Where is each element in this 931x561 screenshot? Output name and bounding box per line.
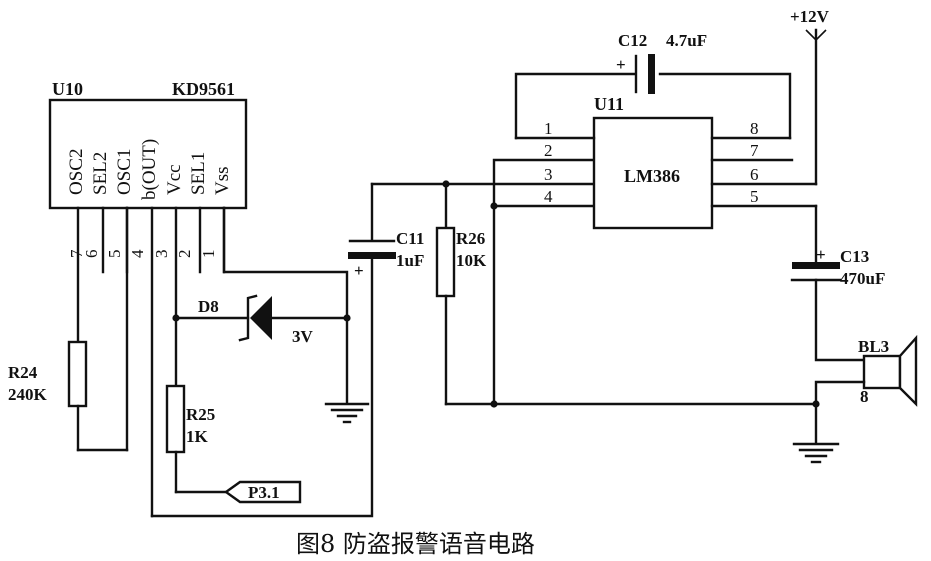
r26-ref-label: R26 [456,229,485,248]
u10-pin-sel1: SEL1 [188,152,209,195]
ground-symbol-right [792,442,840,464]
u11-lm386-chip: U11 LM386 1 2 3 4 8 7 6 5 [514,94,818,230]
u11-pin3-num: 3 [544,165,553,184]
u11-part-label: LM386 [624,166,680,186]
speaker-cone [898,334,918,407]
p31-port-shape [223,480,302,504]
u11-pin8-num: 8 [750,119,759,138]
c12-capacitor: + C12 4.7uF [514,31,792,140]
u10-pin6-num: 6 [82,250,101,259]
c12-plus-sign: + [616,55,626,74]
u11-pin7-num: 7 [750,141,759,160]
u11-pin4-num: 4 [544,187,553,206]
u10-pin-sel2: SEL2 [90,152,111,195]
c13-capacitor: + C13 470uF [790,204,885,362]
p31-port: P3.1 [223,480,302,504]
u10-pin-osc1: OSC1 [114,149,135,195]
u11-pin2-num: 2 [544,141,553,160]
bl3-speaker: BL3 8 [814,334,918,444]
c12-value-label: 4.7uF [666,31,707,50]
r24-resistor: R24 240K [8,206,129,452]
r24-ref-label: R24 [8,363,38,382]
c11-capacitor: + C11 1uF [348,182,424,280]
c11-value-label: 1uF [396,251,424,270]
r25-body [165,384,186,454]
c11-plus-sign: + [354,261,364,280]
u10-pin3-num: 3 [152,250,171,259]
bl3-pin-label: 8 [860,387,869,406]
u10-pin-vss: Vss [212,166,233,195]
c13-plus-sign: + [816,245,826,264]
r25-value-label: 1K [186,427,209,446]
u11-pin6-num: 6 [750,165,759,184]
d8-zener-bar [238,294,258,342]
u10-pin-osc2: OSC2 [66,149,87,195]
u10-pin-names: OSC2 SEL2 OSC1 b(OUT) Vcc SEL1 Vss [66,139,233,200]
u10-ref-label: U10 [52,79,83,99]
d8-zener-diode: D8 3V [172,294,351,346]
u10-pin-bout: b(OUT) [139,139,160,200]
pin2-wire [492,158,596,406]
r26-body [435,226,456,298]
u11-ref-label: U11 [594,94,624,114]
c13-value-label: 470uF [840,269,885,288]
u10-pin1-num: 1 [199,250,218,259]
supply-12v: +12V [790,7,830,186]
figure-caption: 图8 防盗报警语音电路 [296,530,535,558]
vss-wire [222,206,349,404]
u11-pin1-num: 1 [544,119,553,138]
bout-wire [150,258,374,518]
u10-pin-numbers: 7 6 5 4 3 2 1 [67,249,218,258]
d8-value-label: 3V [292,327,314,346]
r24-body [67,340,88,408]
u10-pin2-num: 2 [175,250,194,259]
u10-pin-vcc: Vcc [164,164,185,195]
u10-kd9561-chip: U10 KD9561 OSC2 SEL2 OSC1 b(OUT) Vcc SEL… [48,79,248,518]
u11-pin5-num: 5 [750,187,759,206]
r26-resistor: R26 10K [435,182,487,406]
ground-symbol-left [324,402,370,424]
u11-body [592,116,714,230]
r25-resistor: R25 1K [165,384,228,494]
c12-ref-label: C12 [618,31,647,50]
r25-ref-label: R25 [186,405,215,424]
u10-part-label: KD9561 [172,79,235,99]
u10-pin4-num: 4 [128,249,147,258]
c11-ref-label: C11 [396,229,424,248]
r26-value-label: 10K [456,251,487,270]
bl3-ref-label: BL3 [858,337,889,356]
d8-diode-triangle [250,296,272,340]
u10-pin5-num: 5 [105,250,124,259]
c13-ref-label: C13 [840,247,869,266]
u10-body [48,98,248,210]
d8-ref-label: D8 [198,297,219,316]
u10-pin7-num: 7 [67,249,86,258]
p31-port-label: P3.1 [248,483,280,502]
speaker-magnet [862,354,902,390]
supply-label: +12V [790,7,830,26]
r24-value-label: 240K [8,385,48,404]
